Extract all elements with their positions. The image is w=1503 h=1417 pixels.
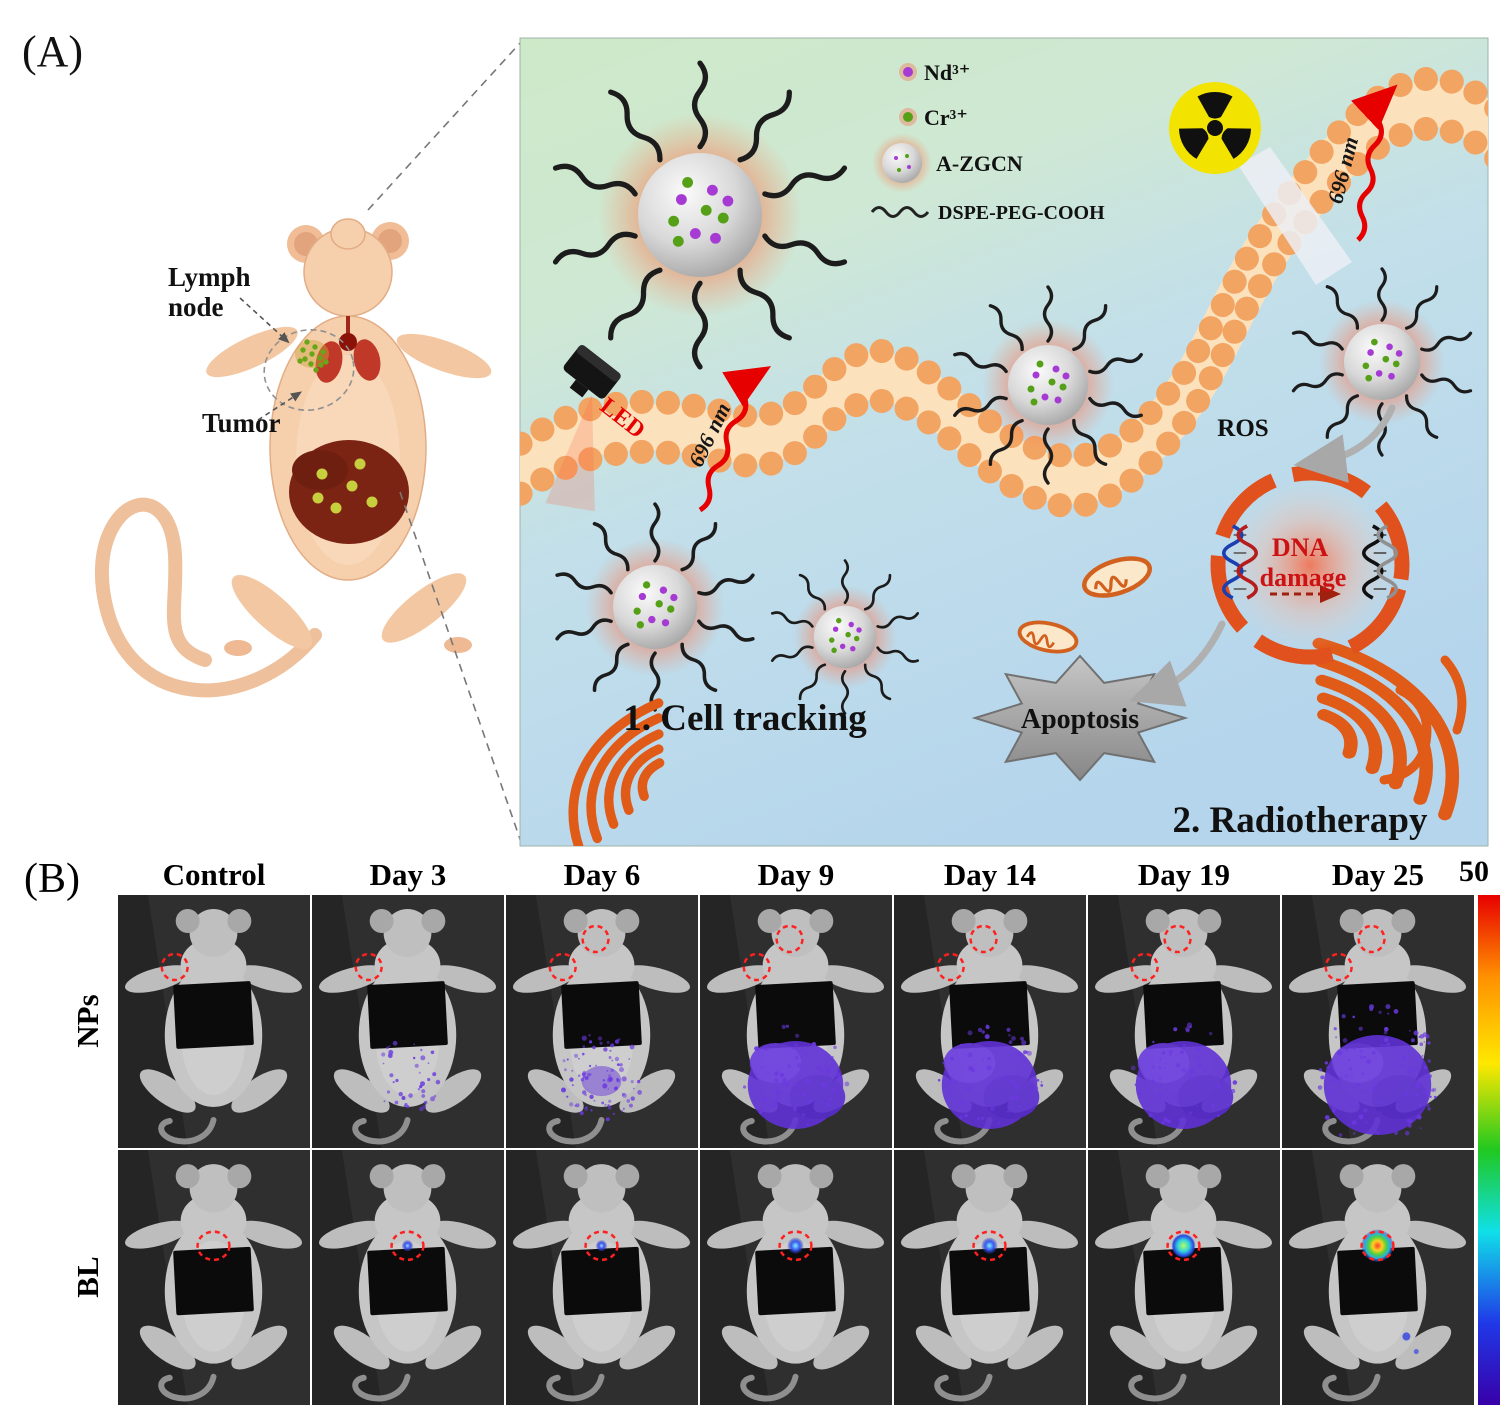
column-header-control: Control [162, 857, 266, 892]
row-label-bl: BL [70, 1256, 105, 1298]
mouse-image-bl-control [118, 1150, 310, 1405]
mouse-photo [312, 895, 504, 1148]
cell-tracking-label: 1. Cell tracking [623, 698, 867, 739]
mouse-image-nps-day-19 [1088, 895, 1280, 1148]
mouse-illustration [94, 218, 492, 698]
cr-dot-icon [903, 112, 913, 122]
mouse-photo [894, 895, 1086, 1148]
apoptosis-arrow [1128, 620, 1226, 707]
mouse-image-grid [118, 895, 1474, 1405]
radiotherapy-label: 2. Radiotherapy [1173, 800, 1428, 841]
mouse-tail [94, 497, 322, 698]
dna-helix-intact [1222, 524, 1258, 600]
radiation-beam [1238, 147, 1352, 285]
panel-a-label: (A) [22, 27, 83, 76]
dna-damage-label-line2: damage [1260, 563, 1347, 592]
lymph-node-pointer [239, 297, 290, 344]
nd-dot-icon [903, 67, 913, 77]
mouse-image-nps-day-25 [1282, 895, 1474, 1148]
mouse-photo [700, 895, 892, 1148]
mouse-image-bl-day-25 [1282, 1150, 1474, 1405]
column-header-day25: Day 25 [1331, 857, 1425, 892]
column-headers: Control Day 3 Day 6 Day 9 Day 14 Day 19 … [118, 855, 1474, 895]
mouse-photo [1282, 895, 1474, 1148]
legend-polymer-label: DSPE-PEG-COOH [938, 202, 1105, 224]
legend-nd-label: Nd³⁺ [924, 60, 970, 85]
mouse-photo [118, 1150, 310, 1405]
mouse-image-nps-day-6 [506, 895, 698, 1148]
ros-arrow [1293, 404, 1396, 483]
lymph-node-label-line1: Lymph [168, 262, 251, 292]
led-icon [545, 344, 621, 512]
colorbar-max-label: 50 [1459, 855, 1489, 888]
column-header-day3: Day 3 [369, 857, 447, 892]
mouse-photo [1088, 895, 1280, 1148]
panel-b-label: (B) [24, 856, 80, 902]
mouse-image-bl-day-3 [312, 1150, 504, 1405]
mouse-organs [289, 316, 409, 544]
legend-cr-label: Cr³⁺ [924, 105, 968, 130]
er-tubule-1 [1379, 685, 1432, 785]
tumor-pointer [257, 391, 303, 421]
mouse-photo [1282, 1150, 1474, 1405]
lymph-node-label-line2: node [168, 292, 224, 322]
mouse-photo [1088, 1150, 1280, 1405]
mouse-image-bl-day-9 [700, 1150, 892, 1405]
legend-np-label: A-ZGCN [936, 151, 1023, 176]
panel-b: (B) Control Day 3 Day 6 Day 9 Day 14 Day… [0, 855, 1503, 1417]
column-header-day14: Day 14 [943, 857, 1037, 892]
mouse-image-nps-day-14 [894, 895, 1086, 1148]
column-header-day6: Day 6 [563, 857, 641, 892]
dna-damage-label-line1: DNA [1272, 533, 1329, 562]
ros-label: ROS [1217, 415, 1268, 442]
column-header-day9: Day 9 [757, 857, 835, 892]
mouse-image-bl-day-6 [506, 1150, 698, 1405]
radiation-icon [1169, 82, 1261, 174]
dna-helix-damaged [1362, 524, 1398, 600]
mouse-photo [506, 895, 698, 1148]
apoptosis-label: Apoptosis [1021, 704, 1139, 735]
er-tubule-2 [1440, 655, 1467, 735]
zoom-line-top [367, 41, 522, 211]
mouse-photo [700, 1150, 892, 1405]
row-label-nps: NPs [70, 994, 105, 1048]
mouse-photo [894, 1150, 1086, 1405]
zoom-line-bottom [399, 491, 522, 843]
mouse-image-nps-day-3 [312, 895, 504, 1148]
mouse-image-nps-day-9 [700, 895, 892, 1148]
column-header-day19: Day 19 [1137, 857, 1231, 892]
mouse-image-bl-day-14 [894, 1150, 1086, 1405]
colorbar [1478, 895, 1500, 1405]
polymer-wave-icon [870, 206, 930, 218]
panel-a: (A) [22, 27, 1489, 847]
legend [870, 63, 932, 218]
lymph-node-cluster [263, 328, 355, 412]
mouse-photo [506, 1150, 698, 1405]
mouse-photo [118, 895, 310, 1148]
nanoparticle-legend-icon [872, 133, 932, 193]
mouse-image-bl-day-19 [1088, 1150, 1280, 1405]
mouse-photo [312, 1150, 504, 1405]
mouse-image-nps-control [118, 895, 310, 1148]
